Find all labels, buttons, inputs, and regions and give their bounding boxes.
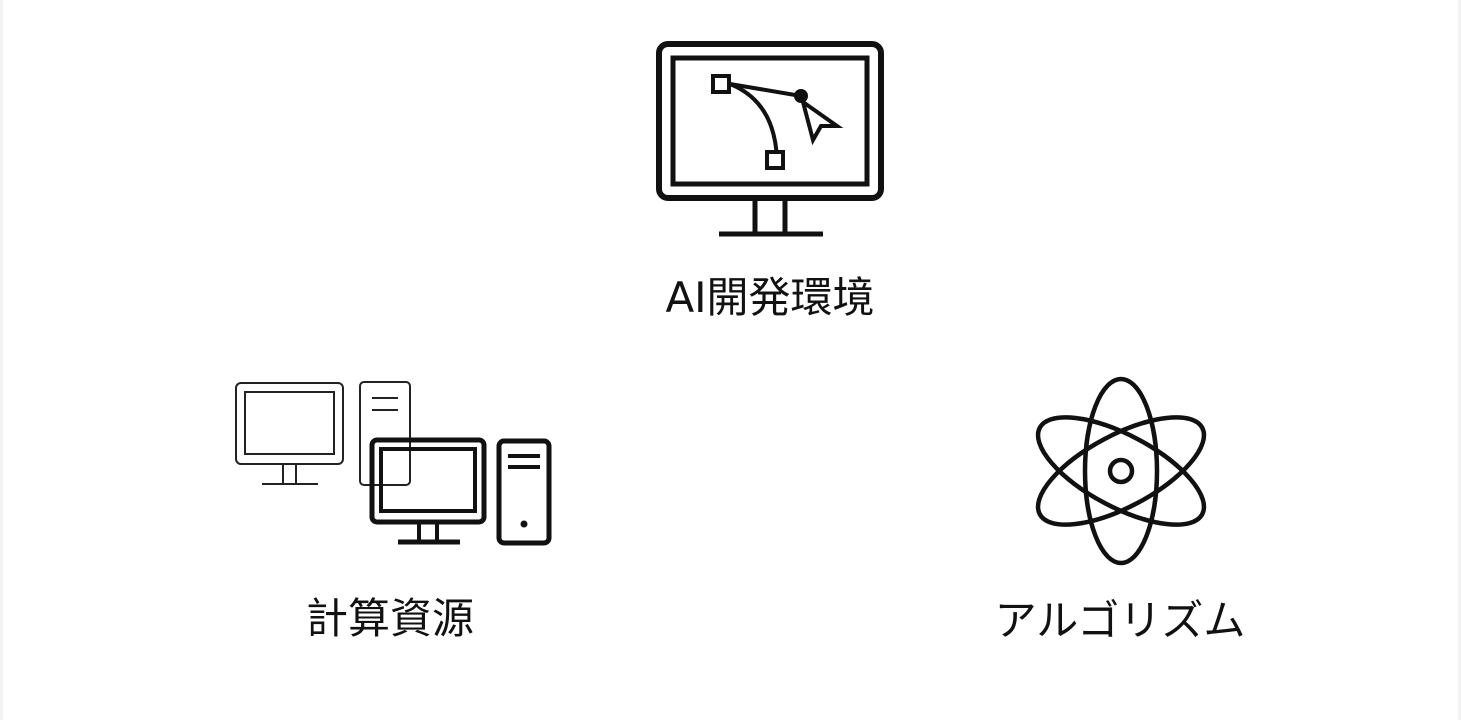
- computers-icon: [235, 381, 552, 546]
- left-edge-shadow: [0, 0, 3, 720]
- compute-resources-label: 計算資源: [305, 594, 474, 643]
- right-edge-shadow: [1458, 0, 1461, 720]
- atom-icon: [1035, 376, 1207, 566]
- ai-environment-label: AI開発環境: [665, 273, 875, 322]
- design-monitor-icon: [656, 41, 884, 237]
- algorithm-label: アルゴリズム: [994, 596, 1246, 645]
